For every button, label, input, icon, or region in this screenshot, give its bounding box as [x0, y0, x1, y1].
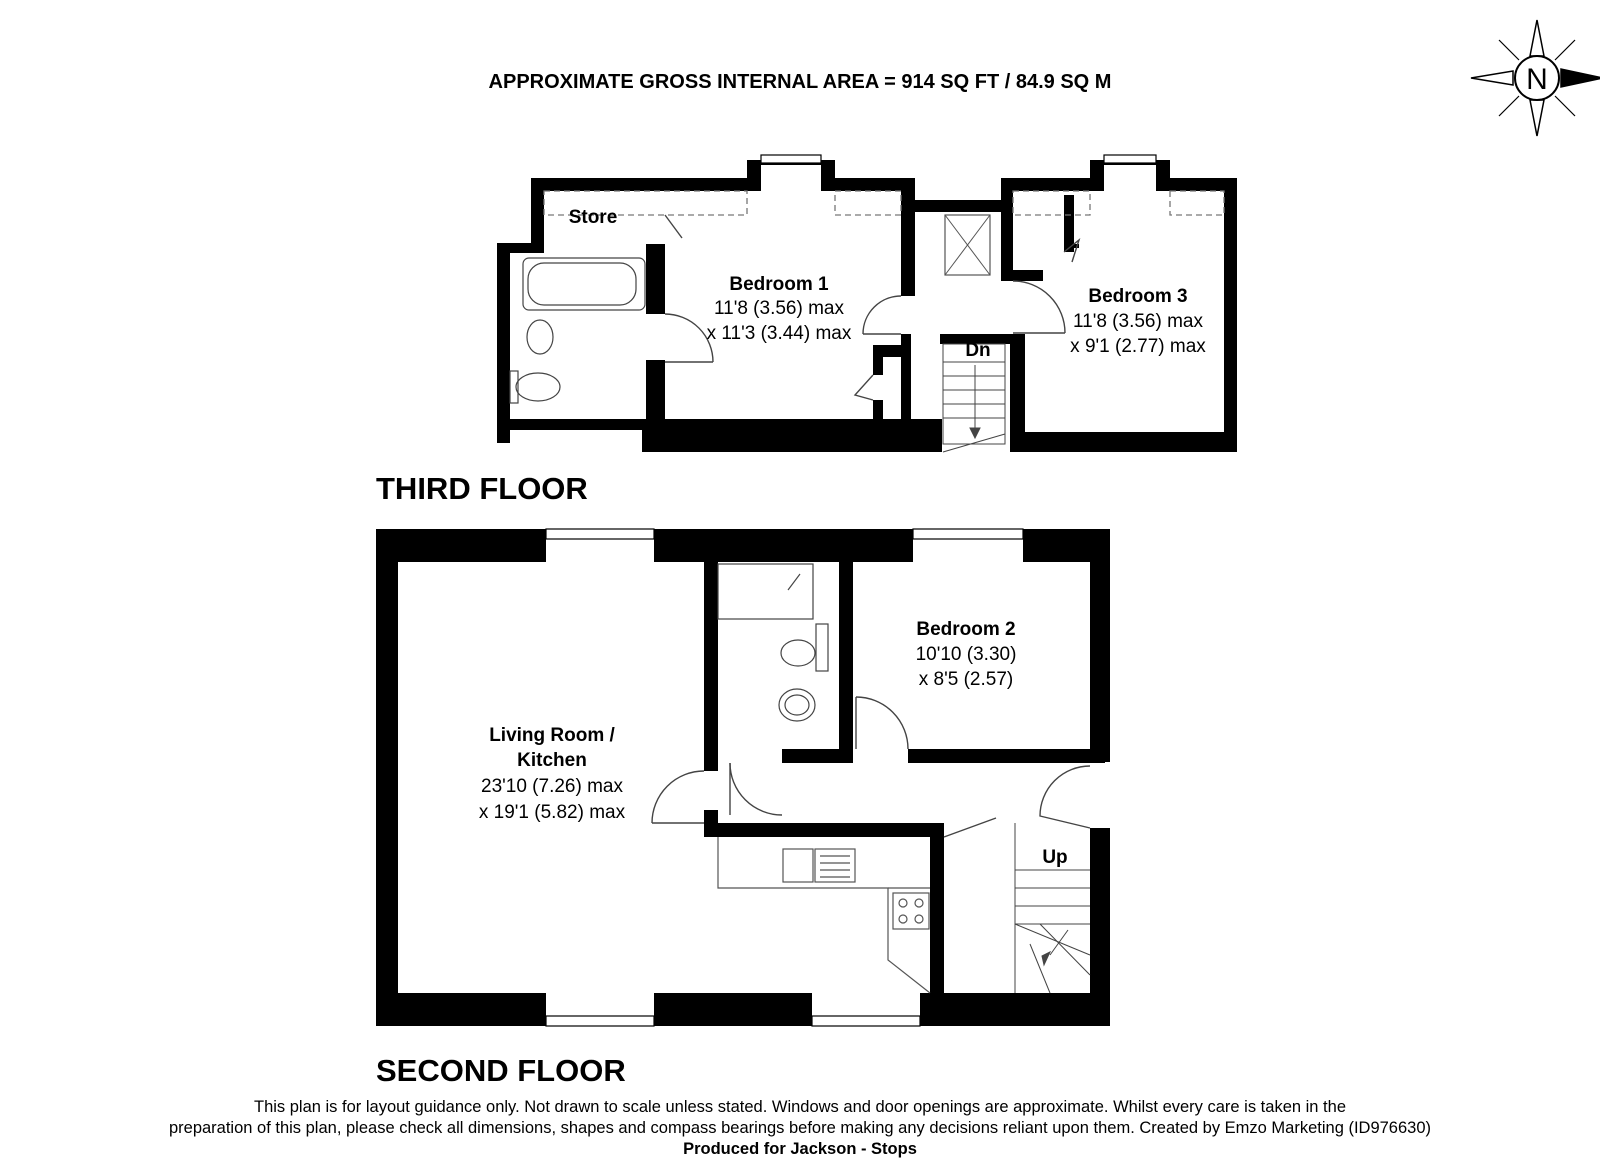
bedroom-3-dim-2: x 9'1 (2.77) max	[1070, 336, 1206, 357]
stairs-down-label: Dn	[965, 340, 990, 361]
disclaimer-line-1: This plan is for layout guidance only. N…	[253, 1098, 1346, 1116]
living-room-dim-1: 23'10 (7.26) max	[481, 776, 623, 797]
bedroom-1-dim-1: 11'8 (3.56) max	[714, 298, 845, 319]
living-room-dim-2: x 19'1 (5.82) max	[479, 802, 626, 823]
bedroom-1-name: Bedroom 1	[729, 274, 829, 295]
north-arrow-icon: N	[1470, 19, 1600, 137]
gross-area-heading: APPROXIMATE GROSS INTERNAL AREA = 914 SQ…	[489, 71, 1112, 93]
living-room-name-2: Kitchen	[517, 750, 587, 771]
second-floor-plan: Living Room / Kitchen 23'10 (7.26) max x…	[376, 528, 1110, 1027]
third-floor-plan: Store Bedroom 1 11'8 (3.56) max x 11'3 (…	[497, 154, 1237, 453]
bedroom-2-dim-2: x 8'5 (2.57)	[919, 669, 1013, 690]
produced-for-credit: Produced for Jackson - Stops	[683, 1140, 917, 1158]
living-room-name-1: Living Room /	[489, 725, 615, 746]
store-label: Store	[569, 207, 618, 228]
disclaimer-line-2: preparation of this plan, please check a…	[168, 1119, 1432, 1137]
compass-letter: N	[1526, 63, 1548, 96]
stairs-up-label: Up	[1042, 847, 1067, 868]
bedroom-3-dim-1: 11'8 (3.56) max	[1073, 311, 1204, 332]
second-floor-title: SECOND FLOOR	[376, 1053, 626, 1088]
bedroom-2-dim-1: 10'10 (3.30)	[916, 644, 1017, 665]
third-floor-title: THIRD FLOOR	[376, 471, 588, 506]
disclaimer: This plan is for layout guidance only. N…	[0, 1097, 1600, 1160]
bedroom-1-dim-2: x 11'3 (3.44) max	[707, 323, 852, 344]
bedroom-2-name: Bedroom 2	[916, 619, 1015, 640]
bedroom-3-name: Bedroom 3	[1088, 286, 1187, 307]
